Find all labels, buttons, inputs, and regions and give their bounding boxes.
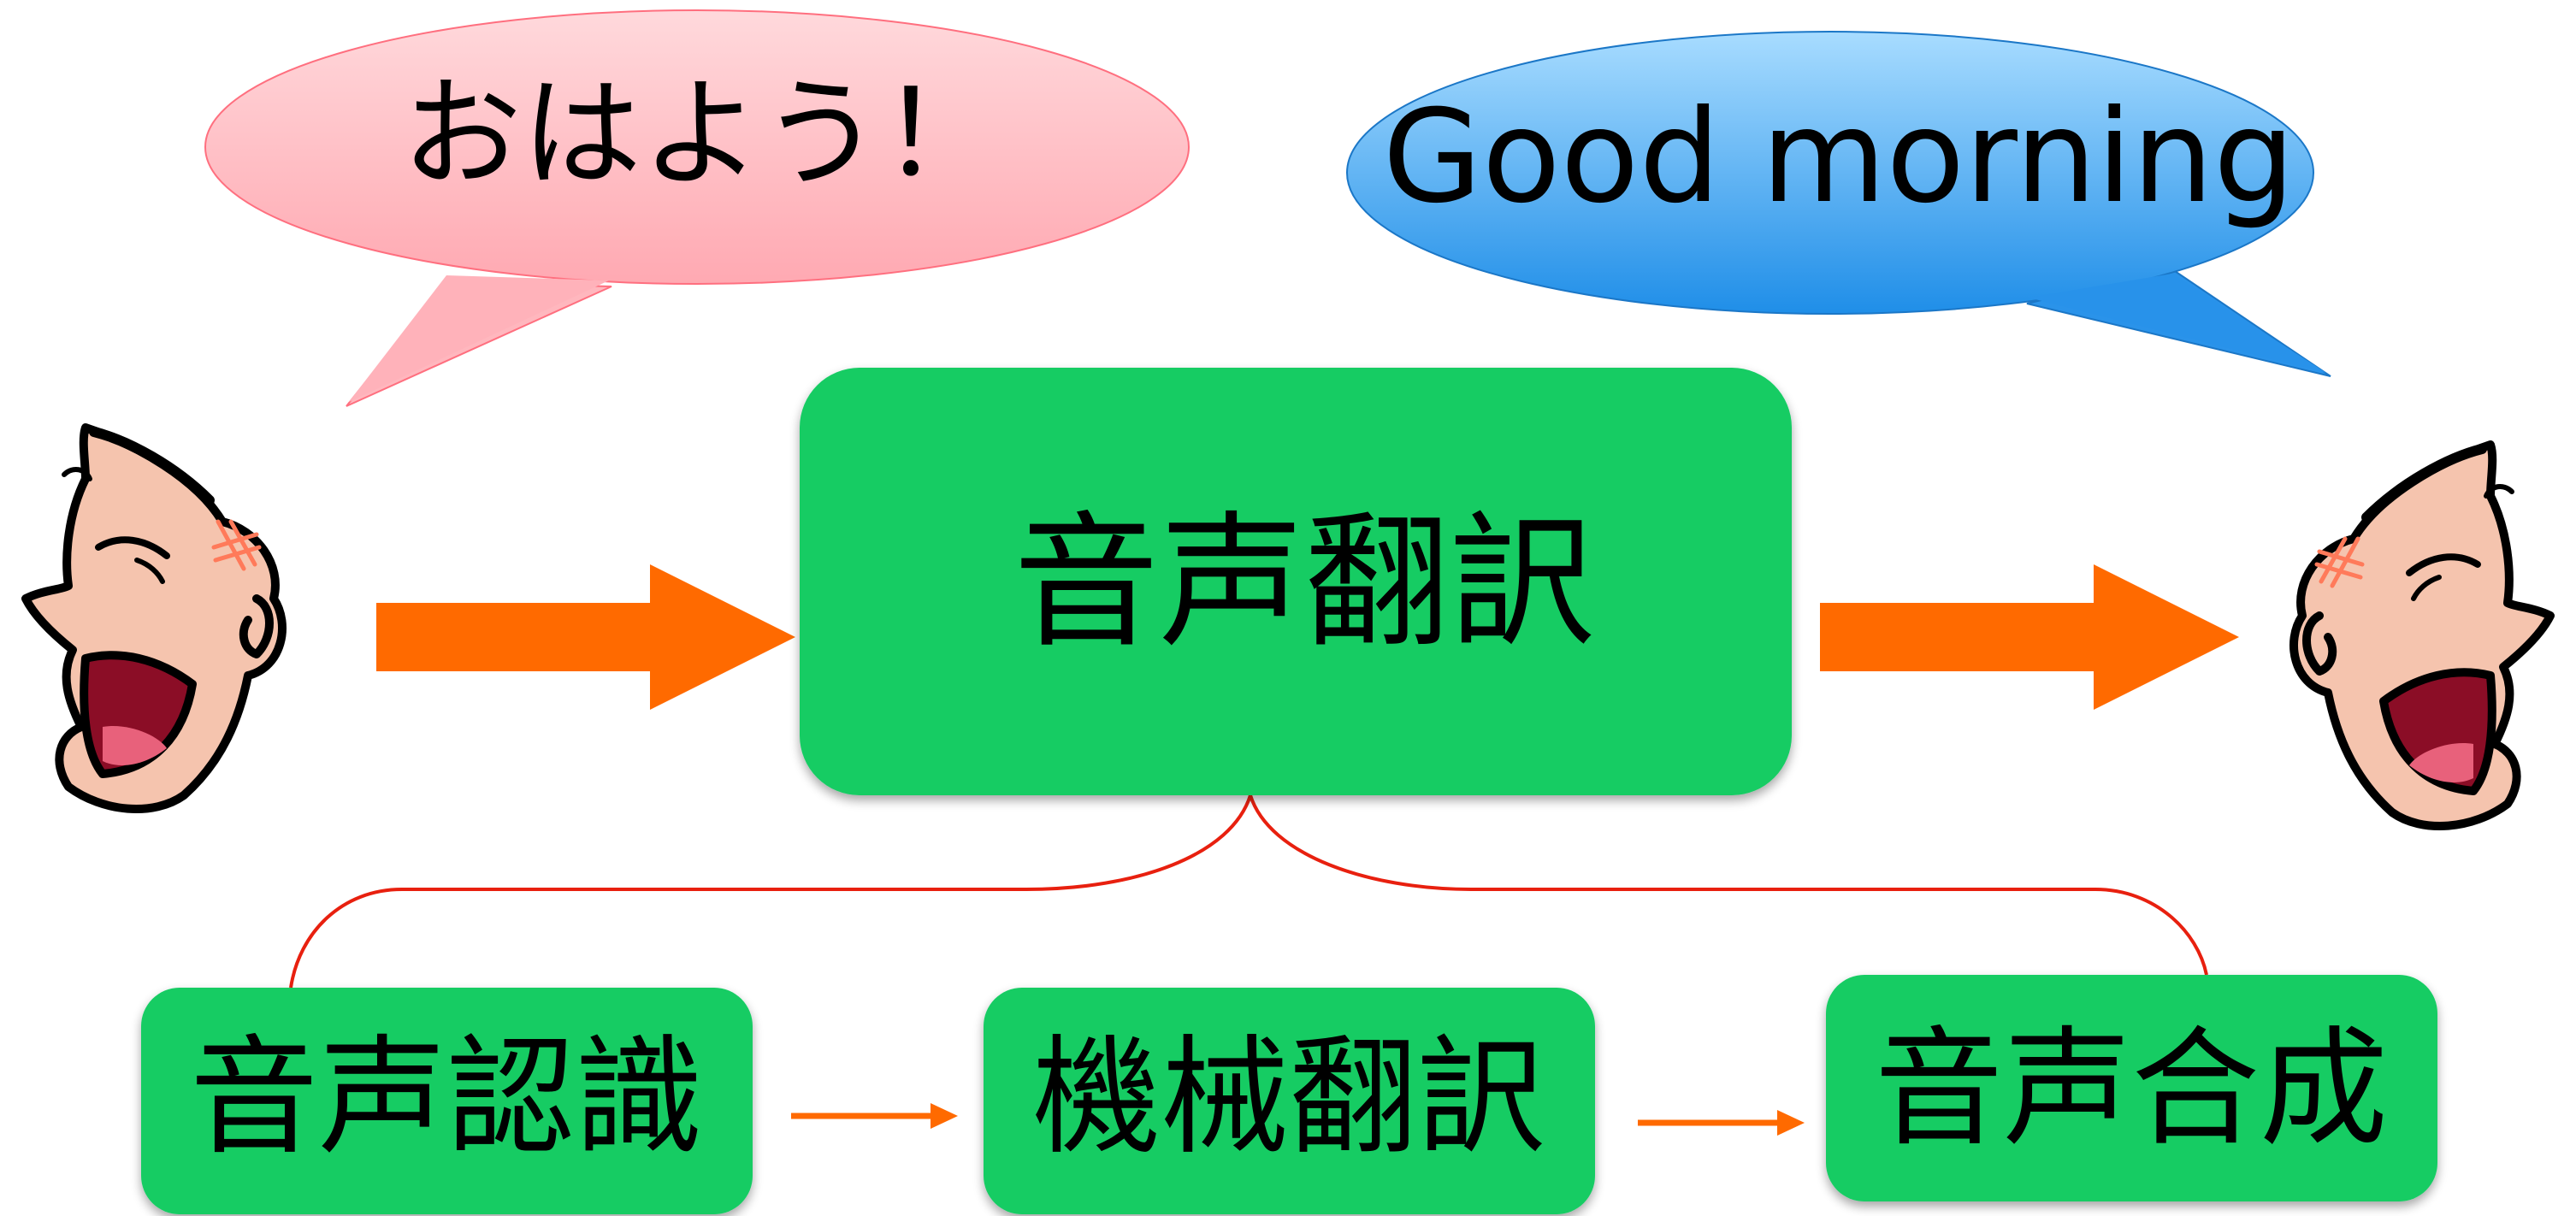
- english-speech-bubble: Good morning: [1346, 31, 2331, 377]
- speech-synthesis-label: 音声合成: [1875, 1015, 2388, 1164]
- english-greeting-text: Good morning: [1383, 83, 2295, 232]
- step-arrow-2: [1638, 1110, 1805, 1136]
- speech-translation-box: 音声翻訳: [800, 368, 1792, 795]
- laughing-face-right-icon: [2289, 440, 2555, 830]
- speech-translation-label: 音声翻訳: [1013, 499, 1595, 668]
- speech-synthesis-box: 音声合成: [1826, 975, 2437, 1201]
- speech-recognition-box: 音声認識: [141, 988, 753, 1214]
- output-arrow: [1820, 564, 2239, 710]
- japanese-speech-bubble: おはよう！: [204, 9, 1190, 407]
- speech-recognition-label: 音声認識: [190, 1024, 703, 1172]
- connector-lines: [289, 794, 2208, 989]
- step-arrow-1: [791, 1103, 958, 1129]
- machine-translation-label: 機械翻訳: [1032, 1024, 1545, 1172]
- input-arrow: [376, 564, 795, 710]
- machine-translation-box: 機械翻訳: [984, 988, 1595, 1214]
- laughing-face-left-icon: [21, 423, 287, 813]
- japanese-greeting-text: おはよう！: [402, 65, 1001, 204]
